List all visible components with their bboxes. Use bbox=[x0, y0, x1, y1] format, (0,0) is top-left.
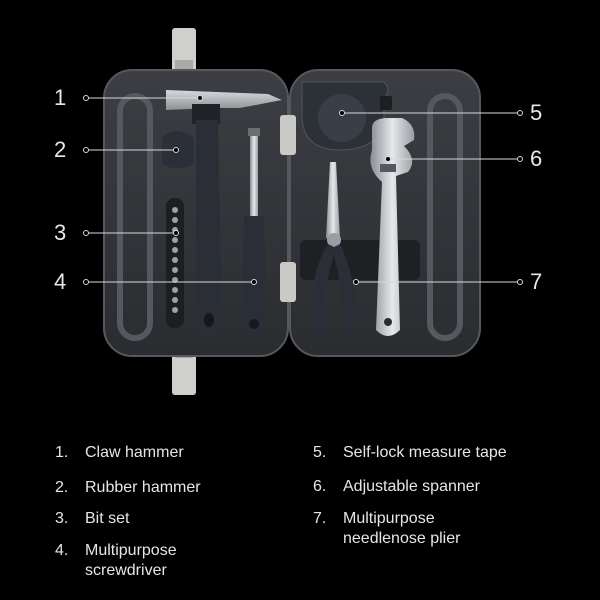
claw-hammer bbox=[166, 90, 282, 338]
legend-text: Claw hammer bbox=[85, 444, 184, 461]
measure-tape bbox=[301, 81, 392, 151]
callout-leaders bbox=[83, 95, 523, 285]
callout-number-6: 6 bbox=[530, 146, 543, 171]
legend-text: Bit set bbox=[85, 510, 130, 527]
callout-number-3: 3 bbox=[54, 220, 67, 245]
legend-text: Multipurpose needlenose plier bbox=[343, 510, 461, 547]
callout-number-1: 1 bbox=[54, 85, 67, 110]
legend-text: Multipurpose screwdriver bbox=[85, 542, 177, 579]
needlenose-plier bbox=[311, 162, 356, 336]
legend-number: 4. bbox=[55, 542, 69, 559]
bit-set bbox=[166, 198, 184, 328]
callout-number-2: 2 bbox=[54, 137, 67, 162]
callout-number-5: 5 bbox=[530, 100, 543, 125]
latch-top bbox=[172, 28, 196, 76]
legend-text: Adjustable spanner bbox=[343, 478, 480, 495]
legend-text: Self-lock measure tape bbox=[343, 444, 507, 461]
legend-number: 6. bbox=[313, 478, 327, 495]
hinge-bottom bbox=[280, 262, 296, 302]
legend-number: 1. bbox=[55, 444, 69, 461]
legend-number: 7. bbox=[313, 510, 327, 527]
legend-number: 3. bbox=[55, 510, 69, 527]
hinge-top bbox=[280, 115, 296, 155]
callout-number-7: 7 bbox=[530, 269, 543, 294]
callout-number-4: 4 bbox=[54, 269, 67, 294]
legend-number: 2. bbox=[55, 479, 69, 496]
screwdriver bbox=[242, 128, 266, 337]
legend-text: Rubber hammer bbox=[85, 479, 201, 496]
legend-number: 5. bbox=[313, 444, 327, 461]
